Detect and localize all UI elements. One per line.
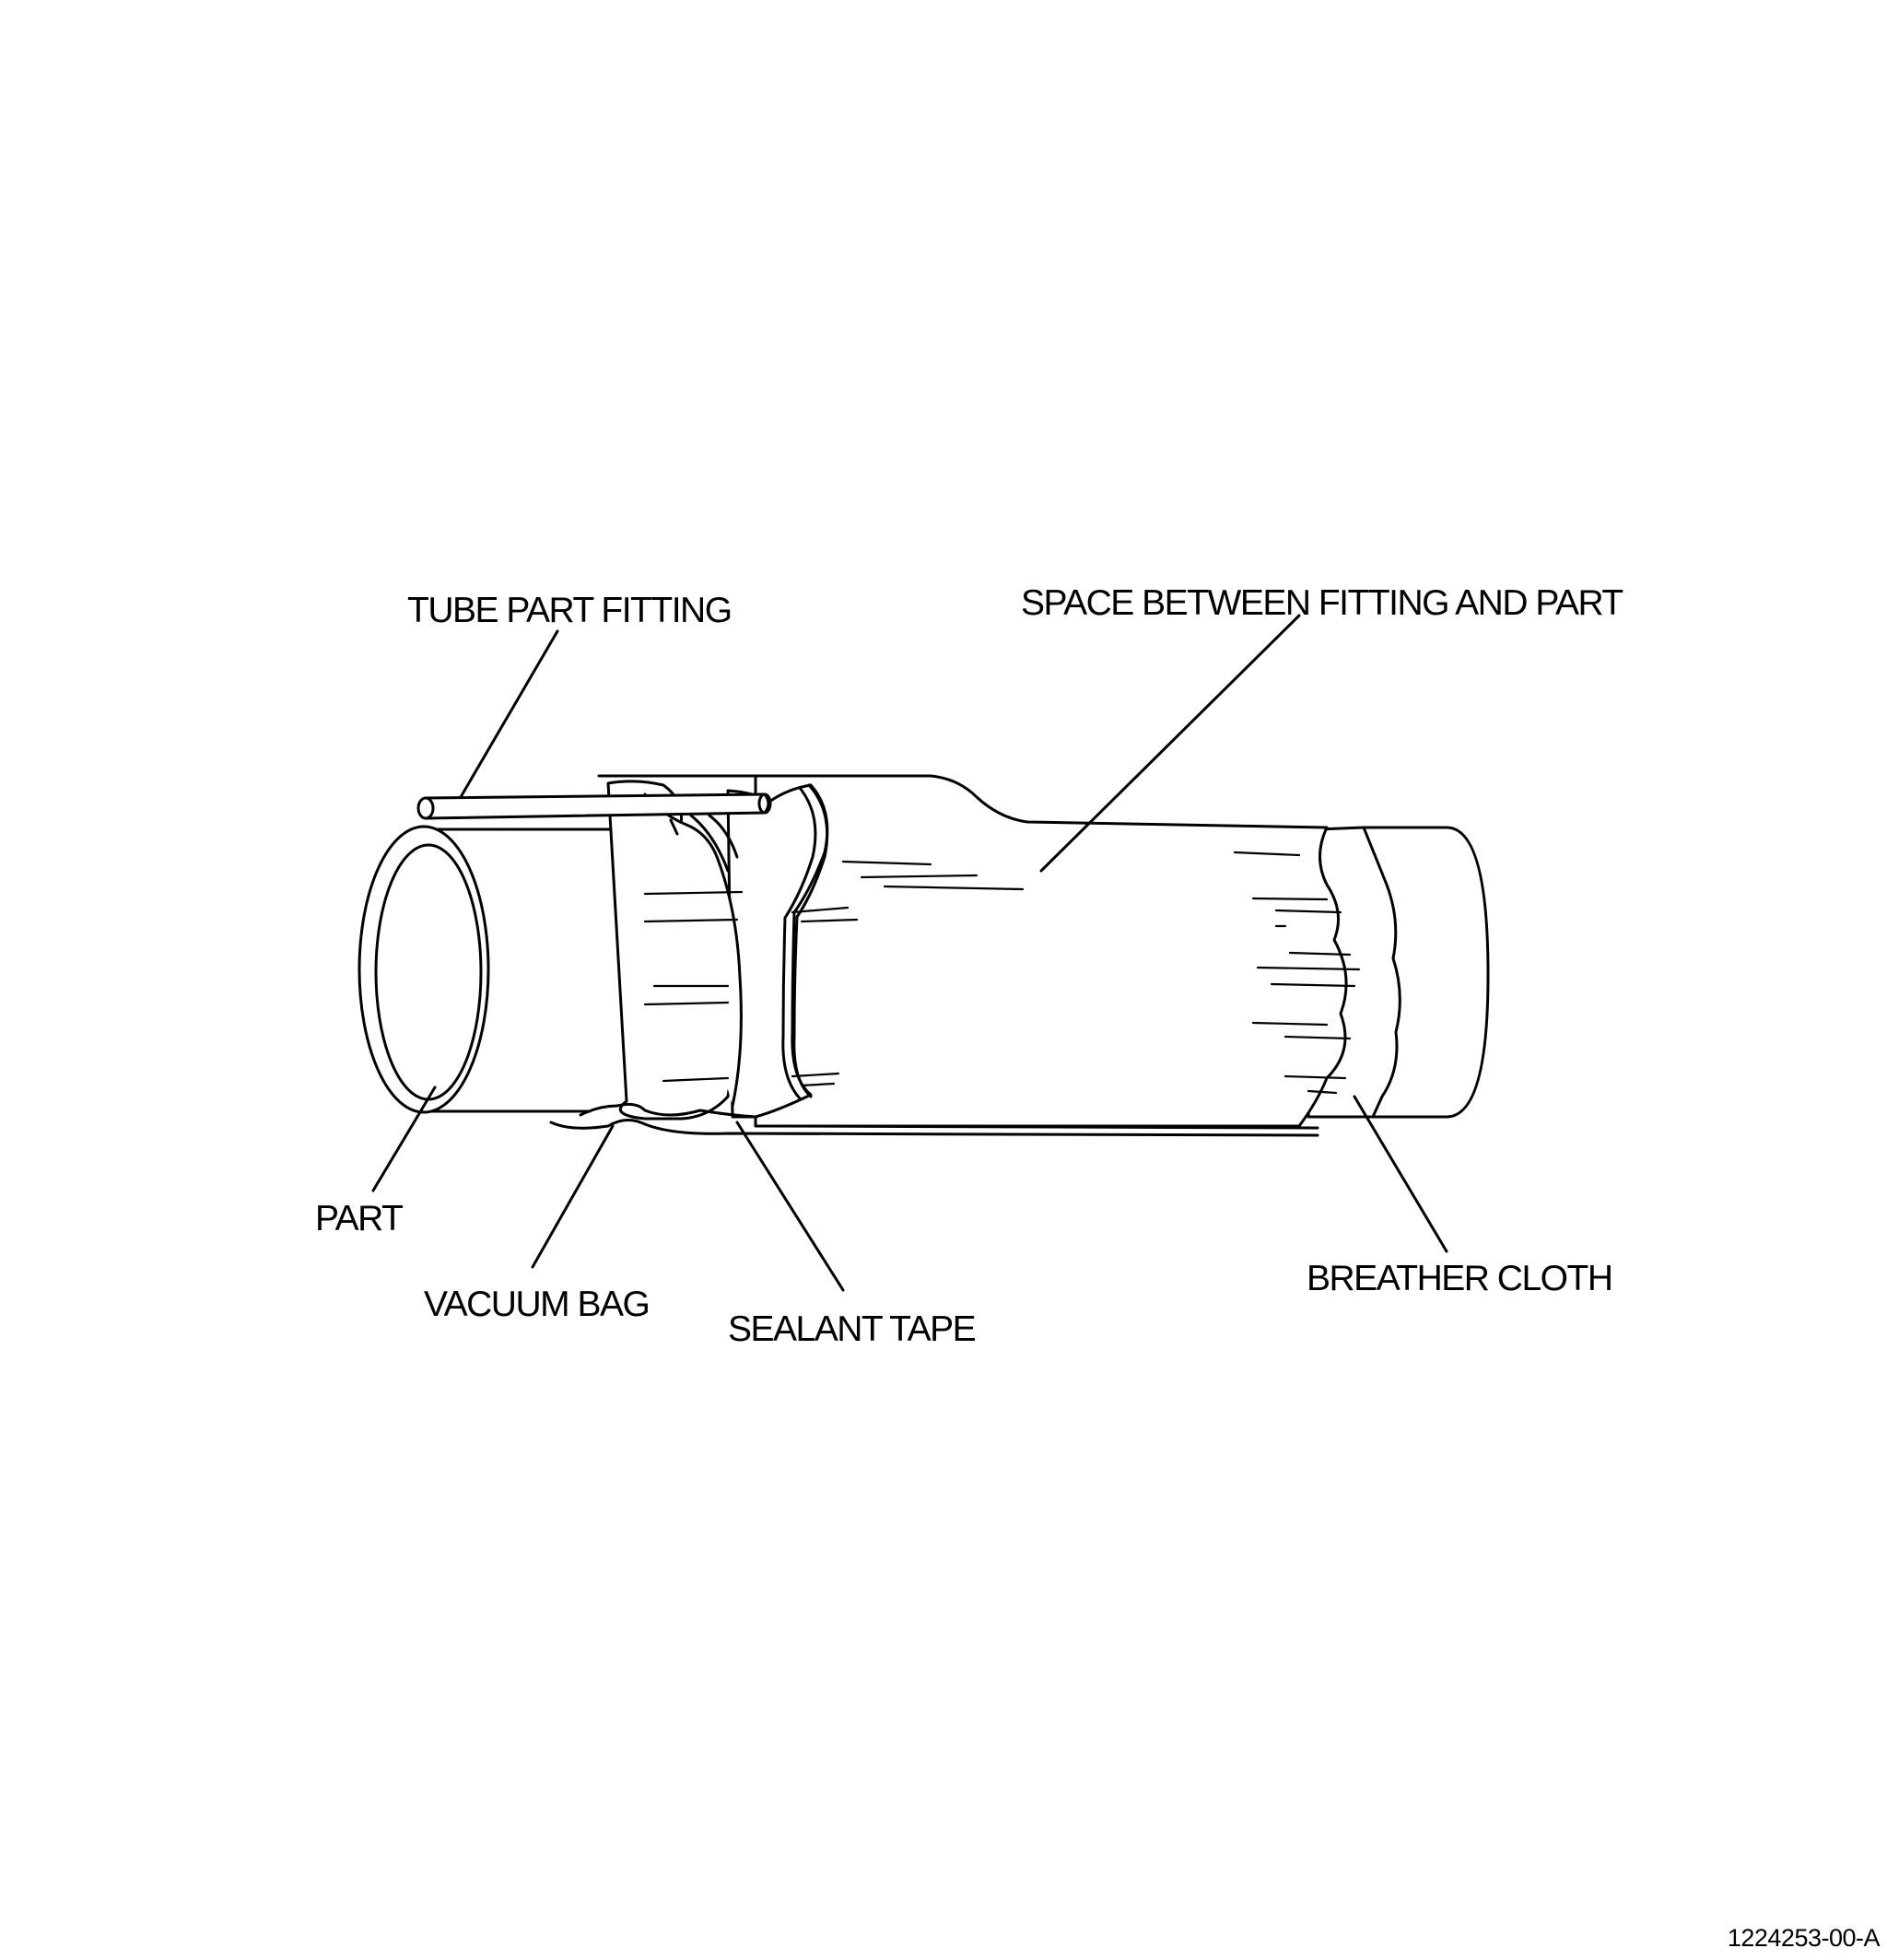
figure-id: 1224253-00-A bbox=[1728, 1924, 1881, 1952]
part-open-end bbox=[357, 825, 490, 1114]
leader-part bbox=[371, 1086, 437, 1192]
leader-tube-part-fitting bbox=[459, 629, 559, 799]
label-tube-part-fitting: TUBE PART FITTING bbox=[407, 591, 732, 630]
label-sealant-tape: SEALANT TAPE bbox=[728, 1309, 976, 1349]
bag-end-ring bbox=[606, 780, 859, 1121]
sealant-tape bbox=[726, 783, 829, 1119]
leader-space-between bbox=[1039, 614, 1301, 873]
leader-lines bbox=[371, 614, 1448, 1292]
label-part: PART bbox=[315, 1199, 403, 1238]
leader-sealant-tape bbox=[735, 1121, 845, 1292]
tube-part-fitting bbox=[416, 792, 772, 873]
label-vacuum-bag: VACUUM BAG bbox=[424, 1285, 649, 1324]
leader-vacuum-bag bbox=[531, 1124, 615, 1269]
vacuum-bag-bottom-edge bbox=[549, 1102, 1319, 1137]
label-space-between: SPACE BETWEEN FITTING AND PART bbox=[1021, 583, 1623, 623]
leader-breather-cloth bbox=[1353, 1095, 1448, 1253]
label-breather-cloth: BREATHER CLOTH bbox=[1307, 1259, 1612, 1298]
